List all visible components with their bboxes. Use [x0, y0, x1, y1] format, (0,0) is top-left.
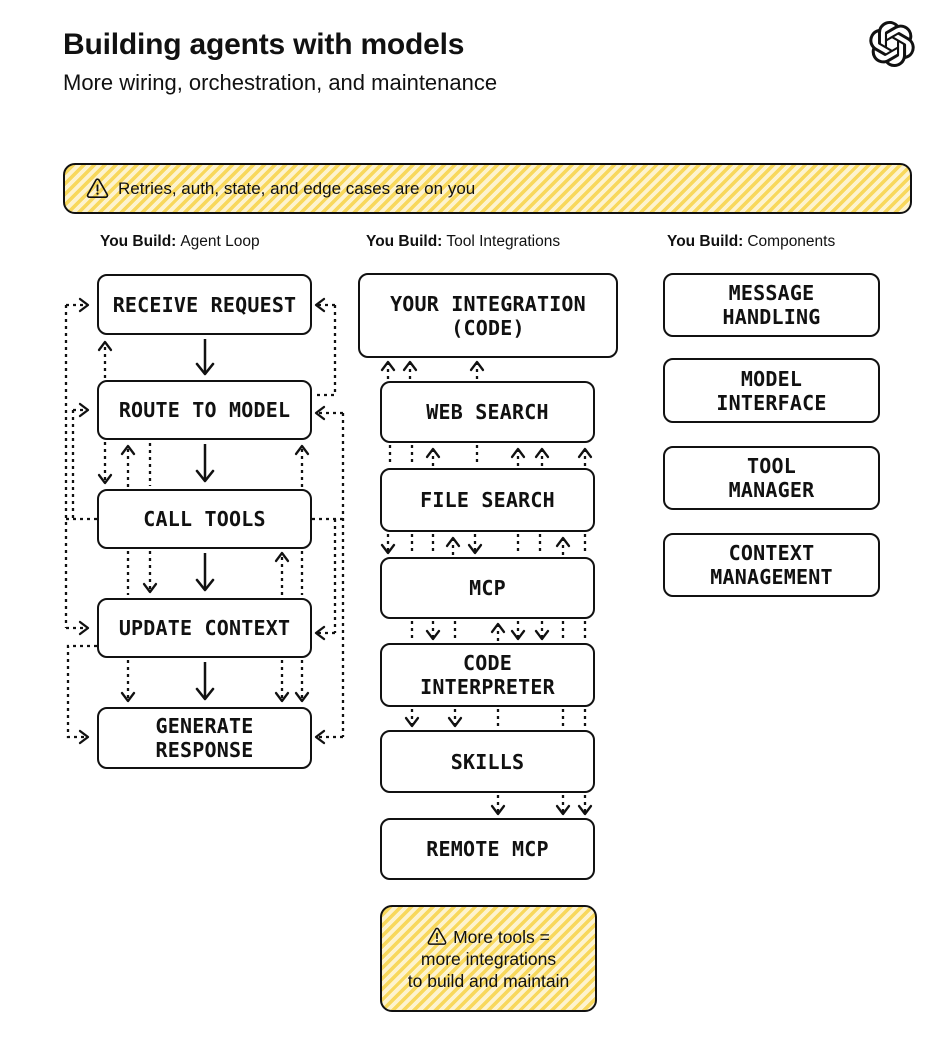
- note-text: to build and maintain: [407, 970, 570, 991]
- note-line: More tools =: [427, 926, 550, 948]
- column-heading-rest: Tool Integrations: [446, 233, 561, 250]
- node-mcp: MCP: [380, 557, 595, 619]
- node-label: ROUTE TO MODEL: [118, 398, 291, 422]
- node-label: MODEL INTERFACE: [716, 366, 827, 415]
- node-label: RECEIVE REQUEST: [112, 292, 297, 317]
- node-web-search: WEB SEARCH: [380, 381, 595, 443]
- node-label: UPDATE CONTEXT: [118, 616, 291, 640]
- node-tool-manager: TOOL MANAGER: [663, 446, 880, 510]
- node-label: REMOTE MCP: [426, 837, 549, 861]
- node-file-search: FILE SEARCH: [380, 468, 595, 532]
- node-label: CONTEXT MANAGEMENT: [710, 541, 833, 589]
- warning-banner: Retries, auth, state, and edge cases are…: [63, 163, 912, 214]
- column-heading-bold: You Build:: [100, 233, 177, 250]
- node-label: WEB SEARCH: [426, 400, 549, 424]
- note-text: More tools =: [453, 926, 550, 947]
- node-call-tools: CALL TOOLS: [97, 489, 312, 549]
- page-title: Building agents with models: [63, 28, 465, 61]
- node-code-interpreter: CODE INTERPRETER: [380, 643, 595, 707]
- node-generate-response: GENERATE RESPONSE: [97, 707, 312, 769]
- warning-triangle-icon: [427, 927, 447, 945]
- node-label: FILE SEARCH: [420, 488, 555, 512]
- node-message-handling: MESSAGE HANDLING: [663, 273, 880, 337]
- node-label: YOUR INTEGRATION (CODE): [390, 291, 586, 340]
- node-label: CALL TOOLS: [143, 507, 266, 531]
- node-label: GENERATE RESPONSE: [155, 714, 254, 762]
- column-heading-agent-loop: You Build:Agent Loop: [100, 233, 260, 251]
- node-label: CODE INTERPRETER: [420, 651, 555, 699]
- column-heading-tool-integrations: You Build:Tool Integrations: [366, 233, 560, 251]
- node-label: MESSAGE HANDLING: [722, 281, 821, 329]
- node-skills: SKILLS: [380, 730, 595, 793]
- warning-banner-text: Retries, auth, state, and edge cases are…: [118, 178, 476, 198]
- node-context-management: CONTEXT MANAGEMENT: [663, 533, 880, 597]
- node-your-integration: YOUR INTEGRATION (CODE): [358, 273, 618, 358]
- note-text: more integrations: [420, 948, 557, 969]
- node-label: SKILLS: [450, 749, 525, 774]
- node-receive-request: RECEIVE REQUEST: [97, 274, 312, 335]
- column-heading-rest: Components: [747, 233, 836, 250]
- column-heading-rest: Agent Loop: [180, 233, 260, 250]
- node-label: TOOL MANAGER: [728, 454, 815, 502]
- openai-logo-icon: [869, 21, 915, 67]
- node-route-to-model: ROUTE TO MODEL: [97, 380, 312, 440]
- page-subtitle: More wiring, orchestration, and maintena…: [63, 70, 498, 95]
- node-update-context: UPDATE CONTEXT: [97, 598, 312, 658]
- column-heading-bold: You Build:: [667, 233, 744, 250]
- node-remote-mcp: REMOTE MCP: [380, 818, 595, 880]
- node-model-interface: MODEL INTERFACE: [663, 358, 880, 423]
- warning-triangle-icon: [86, 178, 109, 199]
- column-heading-components: You Build:Components: [667, 233, 835, 251]
- more-tools-note: More tools = more integrations to build …: [380, 905, 597, 1012]
- node-label: MCP: [469, 576, 506, 600]
- column-heading-bold: You Build:: [366, 233, 443, 250]
